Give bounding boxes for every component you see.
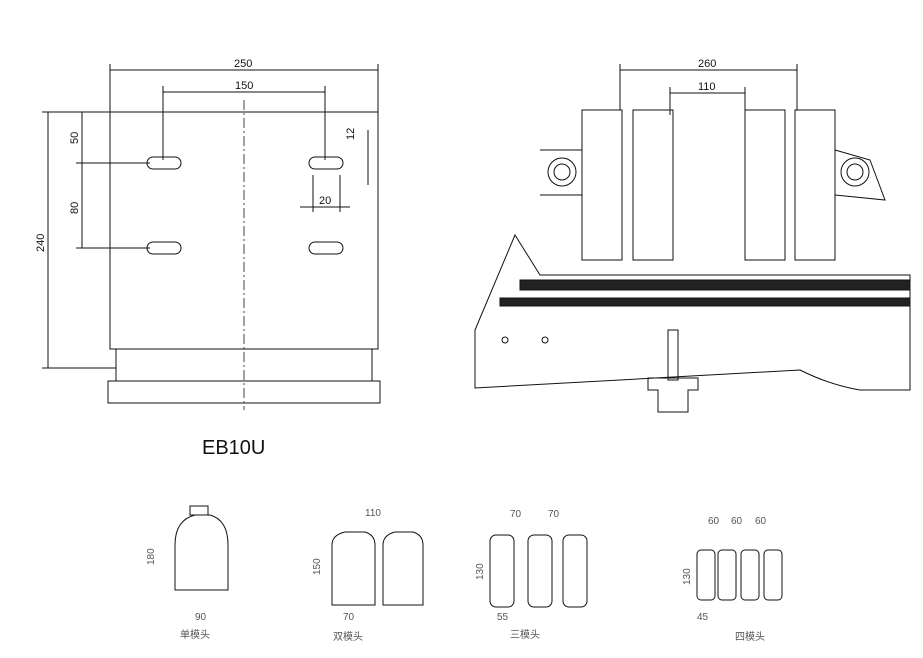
dim-12: 12 [345, 128, 357, 140]
dim-height: 150 [312, 558, 323, 575]
dim-spacing: 110 [365, 508, 381, 519]
bottle-layouts: 180 90 单模头 110 150 70 双模头 70 70 130 55 三… [146, 505, 783, 643]
dim-spacing: 70 [510, 509, 522, 520]
dim-height: 130 [475, 563, 486, 580]
dim-width: 90 [195, 612, 207, 623]
double-head-bottles: 110 150 70 双模头 [312, 508, 424, 643]
triple-head-bottles: 70 70 130 55 三模头 [475, 509, 588, 641]
dim-height: 130 [682, 568, 693, 585]
dim-height: 180 [146, 548, 157, 565]
bottle-label: 单模头 [180, 629, 210, 641]
dim-width: 70 [343, 612, 355, 623]
dim-spacing: 60 [731, 516, 743, 527]
slot [308, 156, 344, 170]
bottle-label: 四模头 [735, 631, 765, 643]
dim-spacing: 60 [755, 516, 767, 527]
dim-110: 110 [698, 81, 716, 93]
single-head-bottle: 180 90 单模头 [146, 505, 229, 641]
bottle-label: 双模头 [333, 631, 363, 643]
dim-width: 55 [497, 612, 509, 623]
slot [308, 241, 344, 255]
slot [146, 156, 182, 170]
dim-80: 80 [69, 202, 81, 214]
dim-20: 20 [319, 195, 331, 207]
dim-260: 260 [698, 58, 716, 70]
mold-plate-drawing: 250 150 240 50 80 12 20 [35, 58, 381, 410]
dim-spacing: 60 [708, 516, 720, 527]
dim-spacing: 70 [548, 509, 560, 520]
dim-width: 45 [697, 612, 709, 623]
clamp-assembly-drawing: 260 110 [474, 58, 911, 413]
quad-head-bottles: 60 60 60 130 45 四模头 [682, 516, 783, 643]
dim-240: 240 [35, 234, 47, 252]
dim-150: 150 [235, 80, 253, 92]
slot [146, 241, 182, 255]
dim-50: 50 [69, 132, 81, 144]
model-label: EB10U [202, 437, 266, 459]
bottle-label: 三模头 [510, 629, 540, 641]
dim-250: 250 [234, 58, 252, 70]
